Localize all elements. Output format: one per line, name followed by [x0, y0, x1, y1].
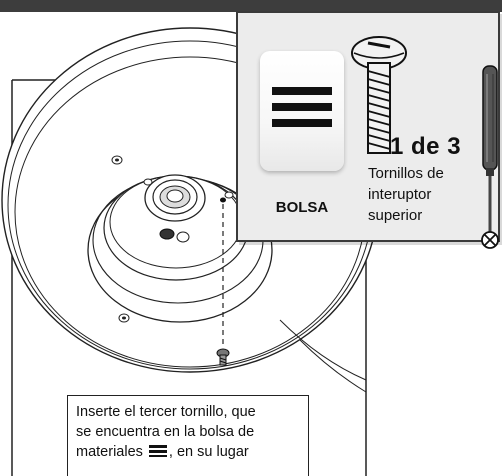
- top-bar: [0, 0, 502, 12]
- inserted-screw: [216, 348, 230, 366]
- bag-label: BOLSA: [275, 199, 329, 216]
- screw-icon: [351, 36, 407, 154]
- screw-count: 1 de 3: [390, 133, 462, 160]
- materials-bag: [260, 51, 344, 171]
- screw-desc-line: Tornillos de: [368, 165, 444, 182]
- bag-lines-icon: [148, 445, 167, 457]
- caption-line-3: materiales , en su lugar: [76, 442, 300, 462]
- caption-line-2: se encuentra en la bolsa de: [76, 424, 255, 440]
- screw-desc-line: superior: [368, 207, 423, 224]
- instruction-caption: Inserte el tercer tornillo, que se encue…: [67, 395, 309, 476]
- parts-panel: BOLSA 1 de 3 Tornillos de interuptor sup…: [236, 11, 500, 242]
- bag-lines-icon: [272, 87, 332, 131]
- screw-description: Tornillos de interuptor superior: [368, 163, 478, 226]
- caption-line-3-end: , en su lugar: [168, 444, 249, 460]
- screw-desc-line: interuptor: [368, 186, 432, 203]
- caption-line-3-start: materiales: [76, 444, 143, 460]
- caption-line-1: Inserte el tercer tornillo, que: [76, 404, 256, 420]
- screwdriver-icon: [481, 65, 499, 249]
